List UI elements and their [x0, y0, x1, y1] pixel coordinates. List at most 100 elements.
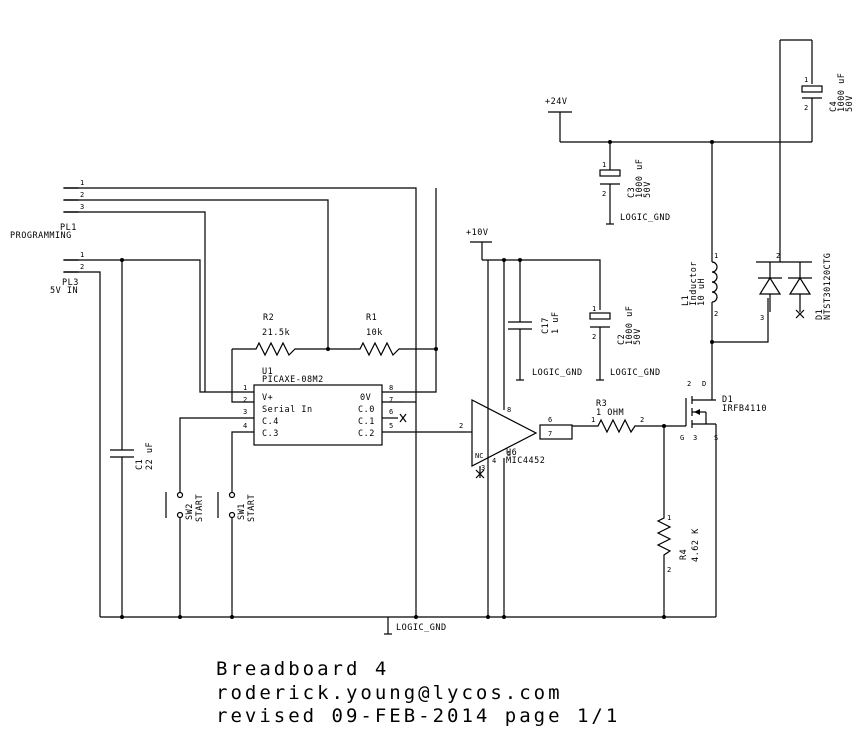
- svg-text:0V: 0V: [360, 393, 371, 403]
- svg-text:2: 2: [714, 310, 718, 318]
- svg-text:21.5k: 21.5k: [262, 328, 290, 338]
- svg-text:D: D: [702, 380, 706, 388]
- svg-text:4: 4: [492, 457, 496, 465]
- svg-text:C4: C4: [829, 101, 839, 112]
- svg-text:6: 6: [548, 416, 552, 424]
- svg-text:1: 1: [667, 514, 671, 522]
- svg-text:LOGIC_GND: LOGIC_GND: [610, 368, 661, 378]
- svg-text:SW1: SW1: [237, 503, 247, 520]
- svg-text:50V: 50V: [845, 95, 855, 112]
- svg-text:1: 1: [714, 252, 718, 260]
- svg-text:PICAXE-08M2: PICAXE-08M2: [262, 375, 324, 385]
- svg-text:3: 3: [481, 464, 485, 472]
- svg-text:C.2: C.2: [358, 429, 375, 439]
- svg-text:Serial In: Serial In: [262, 405, 313, 415]
- svg-text:2: 2: [80, 191, 84, 199]
- svg-text:2: 2: [459, 422, 463, 430]
- svg-text:1000 uF: 1000 uF: [837, 73, 847, 112]
- capacitor-c2: 1 2 C2 1000 uF 50V LOGIC_GND: [589, 305, 661, 381]
- title-line-3: revised 09-FEB-2014 page 1/1: [216, 705, 621, 727]
- svg-text:2: 2: [804, 104, 808, 112]
- ic-u6-driver: 2 8 NC 3 4 5 U6 MIC4452 6 7: [459, 399, 573, 617]
- capacitor-c17: C17 1 uF LOGIC_GND: [508, 260, 583, 381]
- svg-text:C3: C3: [627, 187, 637, 198]
- svg-text:4.62 K: 4.62 K: [691, 528, 701, 562]
- svg-text:L1: L1: [681, 295, 691, 306]
- svg-text:C.0: C.0: [358, 405, 375, 415]
- resistor-r3: 1 2 R3 1 OHM: [572, 399, 664, 434]
- svg-text:C.3: C.3: [262, 429, 279, 439]
- svg-text:2: 2: [243, 396, 247, 404]
- svg-text:1000 uF: 1000 uF: [625, 306, 635, 345]
- svg-text:D1: D1: [815, 309, 825, 320]
- svg-text:C.4: C.4: [262, 417, 279, 427]
- svg-text:START: START: [195, 494, 205, 522]
- svg-text:NTST30120CTG: NTST30120CTG: [823, 253, 833, 320]
- resistor-r2: R2 21.5k: [232, 313, 328, 357]
- svg-text:1: 1: [592, 305, 596, 313]
- pl1-name: PROGRAMMING: [10, 231, 72, 241]
- mosfet-irfb4110: D G S 2 3 D1 IRFB4110: [680, 380, 766, 442]
- svg-text:C1: C1: [135, 459, 145, 470]
- pl3-ref: PL3: [62, 278, 79, 288]
- capacitor-c3: 1 2 C3 1000 uF 50V LOGIC_GND: [599, 142, 671, 225]
- svg-text:2: 2: [602, 190, 606, 198]
- svg-text:8: 8: [507, 406, 511, 414]
- svg-text:START: START: [247, 494, 257, 522]
- svg-text:2: 2: [687, 380, 691, 388]
- title-line-1: Breadboard 4: [216, 658, 390, 680]
- svg-text:3: 3: [80, 203, 84, 211]
- svg-text:2: 2: [667, 566, 671, 574]
- svg-text:1: 1: [243, 384, 247, 392]
- svg-text:NC: NC: [475, 452, 483, 460]
- svg-text:2: 2: [80, 263, 84, 271]
- svg-text:8: 8: [389, 384, 393, 392]
- svg-text:1000 uF: 1000 uF: [635, 159, 645, 198]
- ic-u1-picaxe: U1 PICAXE-08M2 V+ Serial In C.4 C.3 0V C…: [243, 367, 466, 446]
- switch-sw1: SW1 START: [217, 491, 257, 617]
- svg-text:10 uH: 10 uH: [697, 278, 707, 306]
- svg-text:C.1: C.1: [358, 417, 375, 427]
- resistor-r4: 1 2 R4 4.62 K: [656, 426, 701, 617]
- pl1-ref: PL1: [60, 223, 77, 233]
- plus10-label: +10V: [466, 228, 488, 238]
- capacitor-c1: C1 22 uF: [110, 260, 155, 617]
- svg-text:3: 3: [243, 408, 247, 416]
- title-line-2: roderick.young@lycos.com: [216, 682, 563, 704]
- svg-text:1 uF: 1 uF: [551, 312, 561, 334]
- svg-text:Inductor: Inductor: [689, 261, 699, 306]
- svg-text:R3: R3: [596, 399, 607, 409]
- svg-text:SW2: SW2: [185, 503, 195, 520]
- svg-text:50V: 50V: [643, 181, 653, 198]
- svg-text:C17: C17: [541, 317, 551, 334]
- svg-text:LOGIC_GND: LOGIC_GND: [620, 213, 671, 223]
- gnd-label-main: LOGIC_GND: [396, 623, 447, 633]
- plus24-label: +24V: [545, 97, 567, 107]
- connector-pl3: 1 2 PL3 5V IN: [50, 251, 84, 296]
- inductor-l1: 1 2 L1 Inductor 10 uH: [681, 142, 718, 342]
- svg-text:7: 7: [389, 396, 393, 404]
- svg-text:5: 5: [389, 422, 393, 430]
- svg-text:7: 7: [548, 430, 552, 438]
- svg-text:2: 2: [640, 416, 644, 424]
- switch-sw2: SW2 START: [165, 491, 205, 617]
- svg-text:5: 5: [507, 450, 511, 458]
- svg-text:U1: U1: [262, 367, 273, 377]
- svg-text:4: 4: [243, 422, 247, 430]
- diode-d1-ntst: 2 3 D1 NTST30120CTG: [756, 252, 833, 322]
- svg-text:22 uF: 22 uF: [145, 442, 155, 470]
- svg-text:LOGIC_GND: LOGIC_GND: [532, 368, 583, 378]
- svg-text:V+: V+: [262, 393, 273, 403]
- svg-text:3: 3: [693, 434, 697, 442]
- svg-text:MIC4452: MIC4452: [506, 456, 545, 466]
- svg-text:1 OHM: 1 OHM: [596, 408, 624, 418]
- capacitor-c4: 1 2 C4 1000 uF 50V: [780, 73, 855, 143]
- resistor-r1: R1 10k: [328, 313, 436, 357]
- svg-text:D1: D1: [722, 395, 733, 405]
- svg-text:2: 2: [776, 252, 780, 260]
- svg-text:U6: U6: [506, 448, 517, 458]
- svg-text:G: G: [680, 434, 684, 442]
- svg-text:1: 1: [80, 179, 84, 187]
- svg-text:2: 2: [592, 333, 596, 341]
